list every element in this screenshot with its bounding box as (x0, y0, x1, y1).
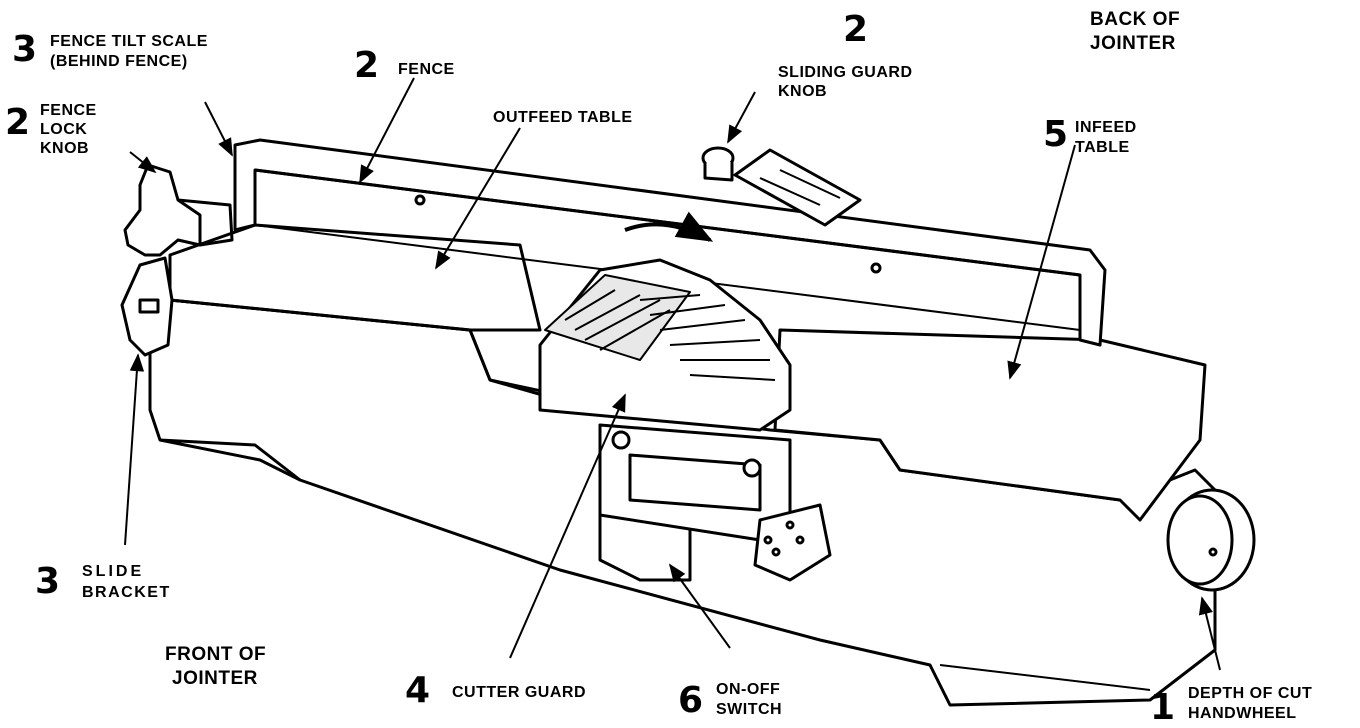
slide-bracket-label-line1: SLIDE (82, 563, 145, 580)
fence-number: 2 (354, 45, 380, 86)
back-of-jointer-line1: BACK OF (1090, 9, 1181, 30)
slide-bracket-drawing (120, 256, 174, 357)
infeed-table-label-line2: TABLE (1075, 139, 1130, 156)
slide-bracket-label-line2: BRACKET (82, 584, 171, 601)
fence-lock-knob-label-line1: FENCE (40, 102, 97, 119)
leader-fence-tilt-scale (204, 101, 233, 157)
depth-of-cut-handwheel-number: 1 (1150, 687, 1176, 728)
cutter-guard-number: 4 (405, 670, 431, 711)
fence-lock-knob-drawing (123, 163, 234, 257)
cutter-guard-label: CUTTER GUARD (452, 684, 586, 701)
fence-tilt-scale-number: 3 (12, 29, 38, 70)
on-off-switch-number: 6 (678, 680, 704, 721)
leader-fence (359, 77, 415, 184)
infeed-table-label-line1: INFEED (1075, 119, 1137, 136)
infeed-table-number: 5 (1043, 114, 1069, 155)
infeed-table (773, 328, 1207, 522)
leader-depth-of-cut-handwheel (1198, 596, 1221, 671)
depth-of-cut-handwheel-label-line2: HANDWHEEL (1188, 705, 1297, 722)
sliding-guard-knob-label-line2: KNOB (778, 83, 828, 100)
on-off-switch-label-line2: SWITCH (716, 701, 783, 718)
leader-fence-lock-knob (129, 151, 157, 174)
leader-infeed-table (1007, 144, 1076, 380)
leader-sliding-guard-knob (727, 91, 756, 144)
cutter-guard-drawing (538, 211, 792, 432)
leader-cutter-guard (509, 393, 626, 659)
on-off-switch-label-line1: ON-OFF (716, 681, 781, 698)
fence-tilt-scale-label-line2: (BEHIND FENCE) (50, 53, 188, 70)
slide-bracket-number: 3 (35, 561, 61, 602)
fence-lock-knob-label-line2: LOCK (40, 121, 88, 138)
front-of-jointer-line2: JOINTER (172, 668, 258, 689)
sliding-guard-knob-label-line1: SLIDING GUARD (778, 64, 913, 81)
front-of-jointer-line1: FRONT OF (165, 644, 267, 665)
switch-housing-drawing (598, 423, 832, 582)
sliding-guard-knob-drawing (701, 146, 862, 227)
fence-lock-knob-label-line3: KNOB (40, 140, 90, 157)
handwheel-drawing (1166, 488, 1256, 592)
leader-slide-bracket (124, 353, 145, 546)
leader-lines (124, 77, 1221, 671)
fence-lock-knob-number: 2 (5, 102, 31, 143)
leader-on-off-switch (668, 563, 731, 649)
depth-of-cut-handwheel-label-line1: DEPTH OF CUT (1188, 685, 1313, 702)
fence-label: FENCE (398, 61, 455, 78)
leader-outfeed-table (435, 127, 521, 270)
outfeed-table-label: OUTFEED TABLE (493, 109, 633, 126)
fence-tilt-scale-label-line1: FENCE TILT SCALE (50, 33, 208, 50)
sliding-guard-knob-number: 2 (843, 9, 869, 50)
back-of-jointer-line2: JOINTER (1090, 33, 1176, 54)
